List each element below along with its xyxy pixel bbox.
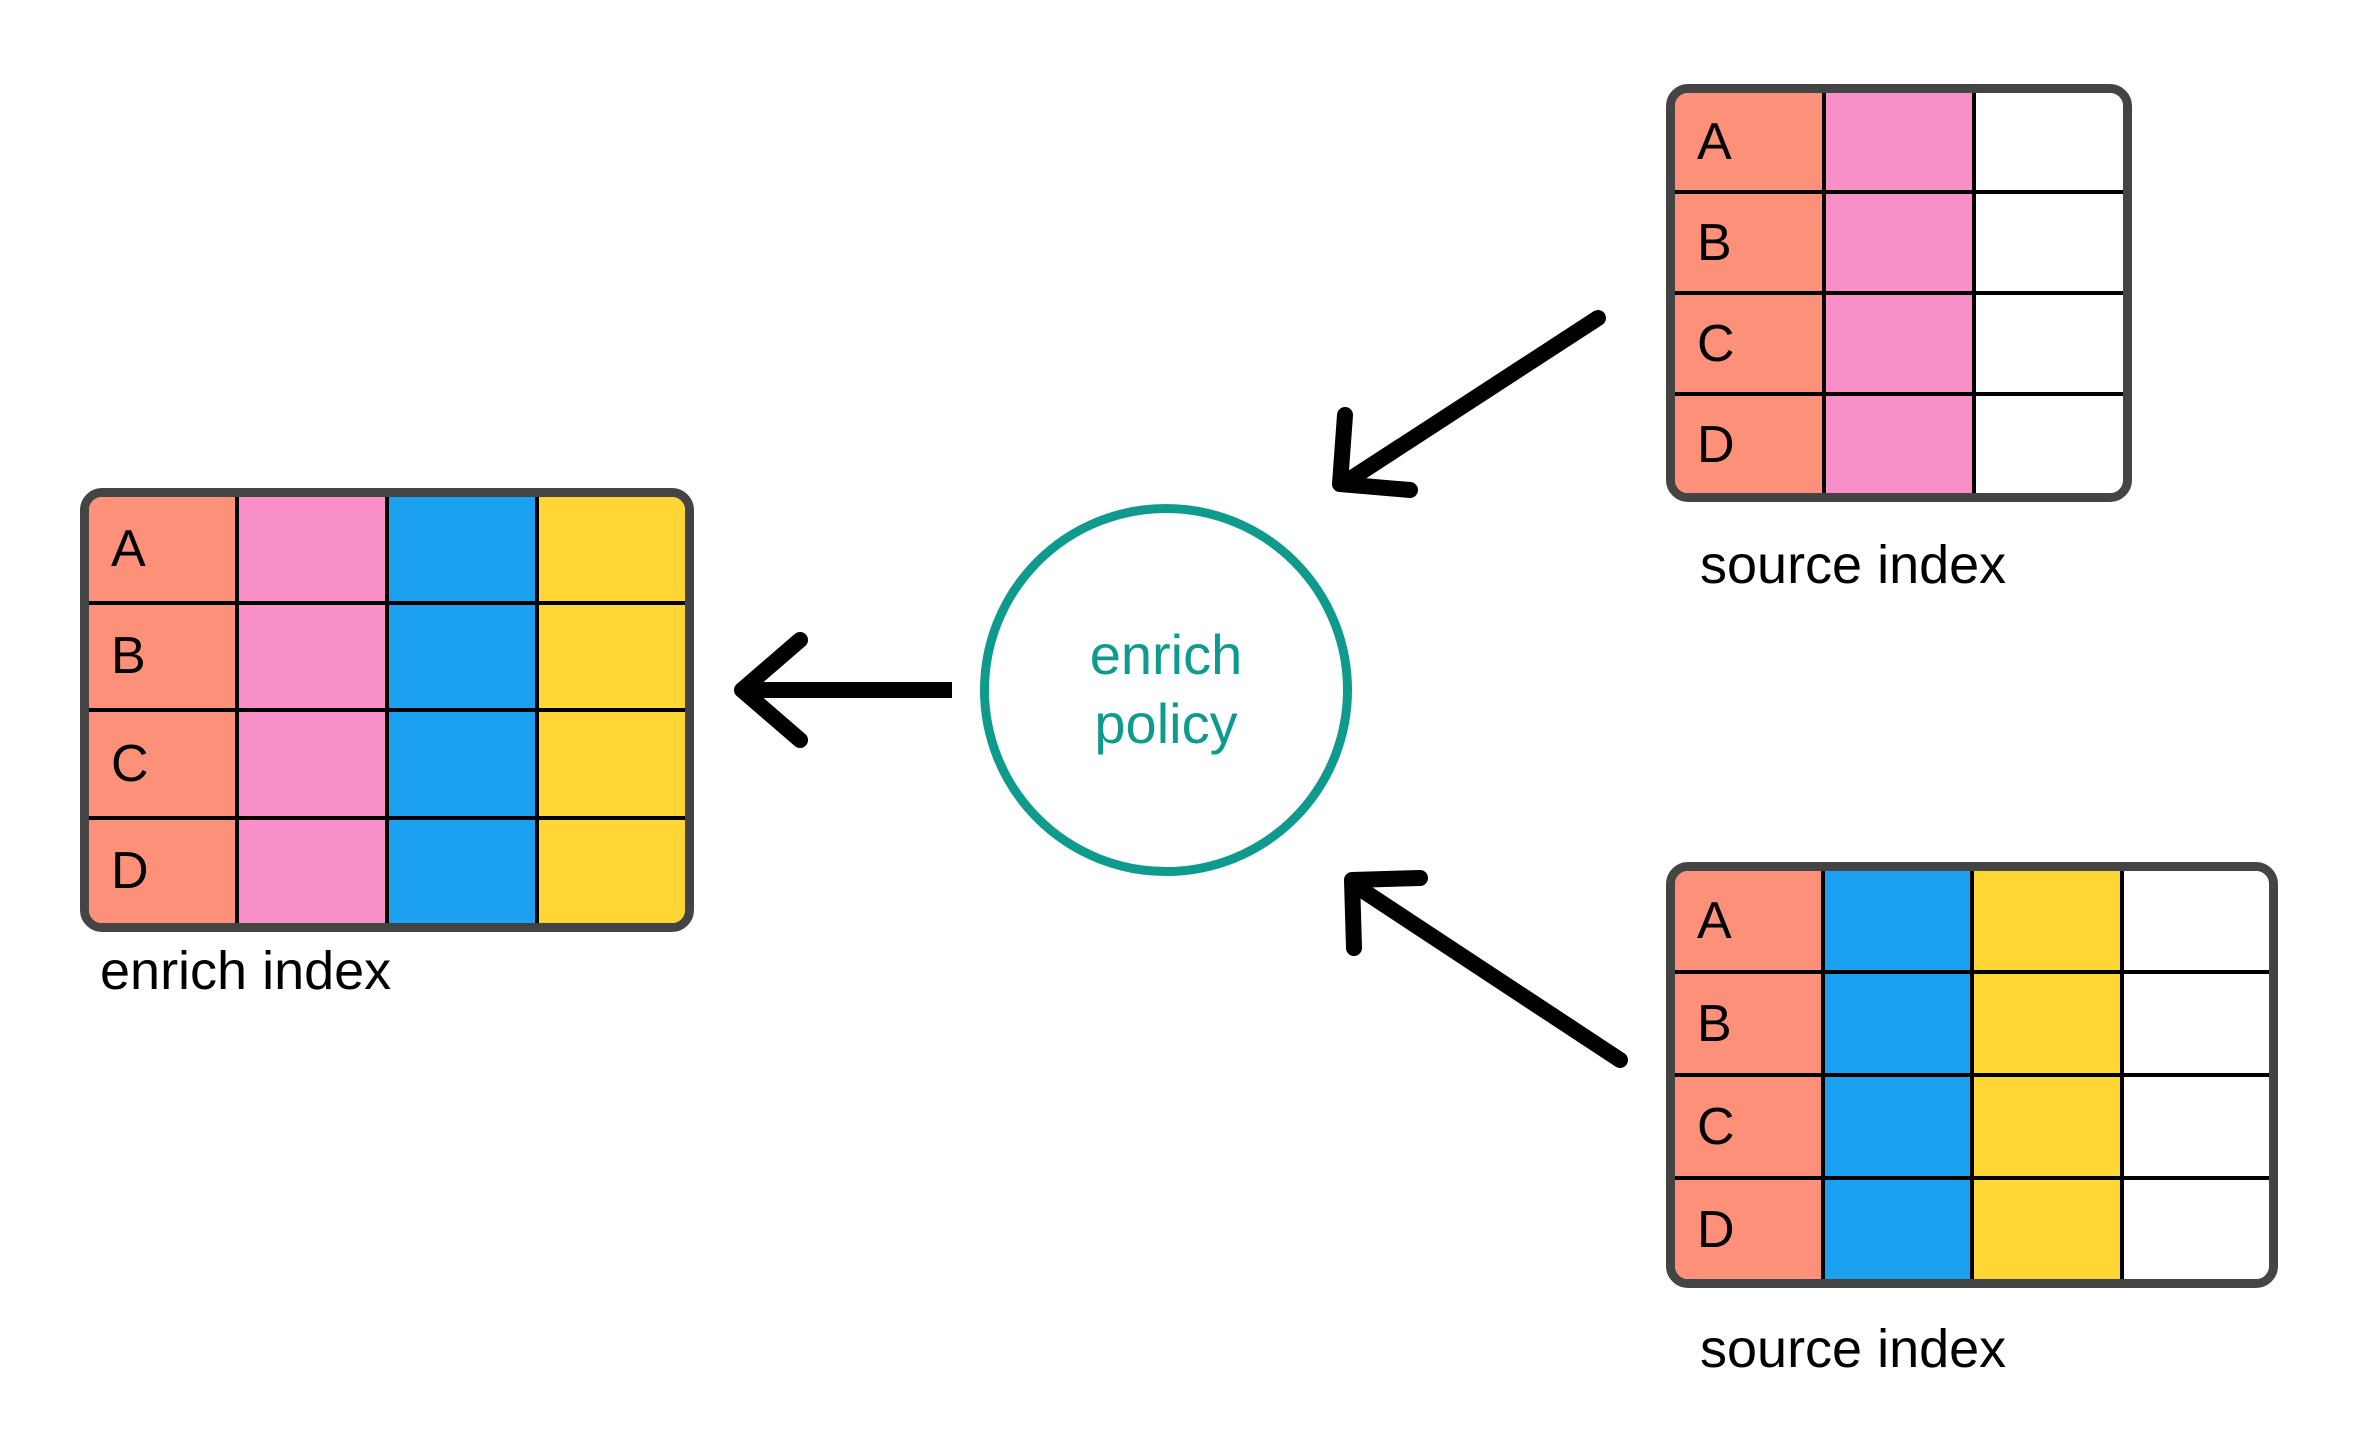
source-index-bottom-table: A B C D [1666,862,2278,1288]
cell-blue [389,604,539,708]
cell-key: C [1675,1077,1825,1176]
cell-pink [239,604,389,708]
cell-empty [1976,396,2123,493]
table-row: D [89,819,685,923]
cell-yellow [1974,871,2124,970]
cell-empty [2123,871,2269,970]
source-index-top-caption: source index [1700,535,2007,595]
cell-yellow [539,497,685,601]
cell-yellow [539,819,685,923]
cell-blue [1824,1180,1974,1279]
cell-yellow [1974,974,2124,1073]
cell-empty [1976,194,2123,291]
cell-key: B [1675,974,1825,1073]
cell-key: A [89,497,239,601]
cell-empty [2123,1180,2269,1279]
table-row: B [89,604,685,712]
policy-label-line2: policy [1094,692,1238,755]
cell-key: C [1675,295,1826,392]
arrow-source-top-to-policy [1332,310,1606,498]
cell-blue [1824,974,1974,1073]
cell-pink [1825,396,1977,493]
cell-blue [389,497,539,601]
table-row: A [89,497,685,605]
table-row: B [1675,194,2123,295]
cell-yellow [1974,1180,2124,1279]
table-row: C [89,712,685,820]
cell-key: A [1675,871,1825,970]
cell-pink [239,712,389,816]
cell-blue [1824,1077,1974,1176]
cell-pink [239,497,389,601]
cell-empty [1976,93,2123,190]
cell-key: B [1675,194,1826,291]
table-row: D [1675,1180,2269,1279]
cell-key: D [89,819,239,923]
cell-pink [239,819,389,923]
table-row: C [1675,1077,2269,1180]
cell-key: C [89,712,239,816]
cell-blue [1824,871,1974,970]
cell-key: A [1675,93,1826,190]
cell-key: B [89,604,239,708]
cell-pink [1825,295,1977,392]
enrich-index-caption: enrich index [100,941,392,1001]
table-row: A [1675,871,2269,974]
enrich-policy-node: enrich policy [980,504,1352,876]
cell-empty [1976,295,2123,392]
table-row: D [1675,396,2123,493]
source-index-top-table: A B C D [1666,84,2132,502]
cell-blue [389,712,539,816]
cell-yellow [1974,1077,2124,1176]
cell-pink [1825,194,1977,291]
cell-blue [389,819,539,923]
enrich-index-table: A B C D [80,488,694,932]
cell-key: D [1675,396,1826,493]
policy-label-line1: enrich [1089,623,1243,687]
table-row: A [1675,93,2123,194]
cell-key: D [1675,1180,1825,1279]
table-row: C [1675,295,2123,396]
cell-empty [2123,974,2269,1073]
table-row: B [1675,974,2269,1077]
cell-yellow [539,712,685,816]
cell-empty [2123,1077,2269,1176]
cell-pink [1825,93,1977,190]
source-index-bottom-caption: source index [1700,1319,2007,1379]
arrow-source-bottom-to-policy [1344,870,1628,1068]
cell-yellow [539,604,685,708]
arrow-policy-to-enrich-index [734,632,952,748]
